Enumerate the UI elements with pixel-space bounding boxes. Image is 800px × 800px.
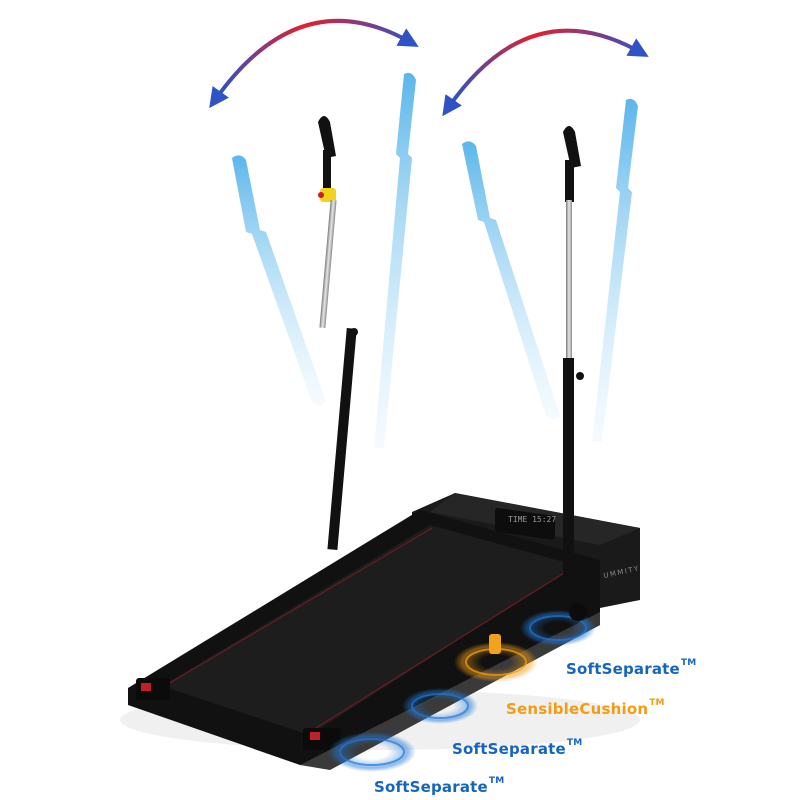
console-display [495,507,555,540]
trademark-mark: TM [680,658,697,668]
callout-label: SensibleCushion [506,700,649,718]
ghost-handles [232,72,638,448]
callout-sensiblecushion: SensibleCushionTM [506,698,665,718]
center-cushion-post [489,634,501,654]
trademark-mark: TM [488,776,505,786]
trademark-mark: TM [649,698,665,708]
callout-softseparate-rear: SoftSeparateTM [374,776,505,796]
trademark-mark: TM [566,738,583,748]
left-handle [318,116,358,551]
callout-softseparate-middle: SoftSeparateTM [452,738,583,758]
callout-label: SoftSeparate [452,740,566,758]
callout-label: SoftSeparate [374,778,488,796]
callout-label: SoftSeparate [566,660,680,678]
right-swing-arrow [442,28,649,117]
running-belt [162,525,575,735]
console-time: TIME 15:27 [508,515,556,524]
left-swing-arrow [209,19,419,109]
callout-softseparate-front: SoftSeparateTM [566,658,697,678]
right-handle [563,126,587,621]
